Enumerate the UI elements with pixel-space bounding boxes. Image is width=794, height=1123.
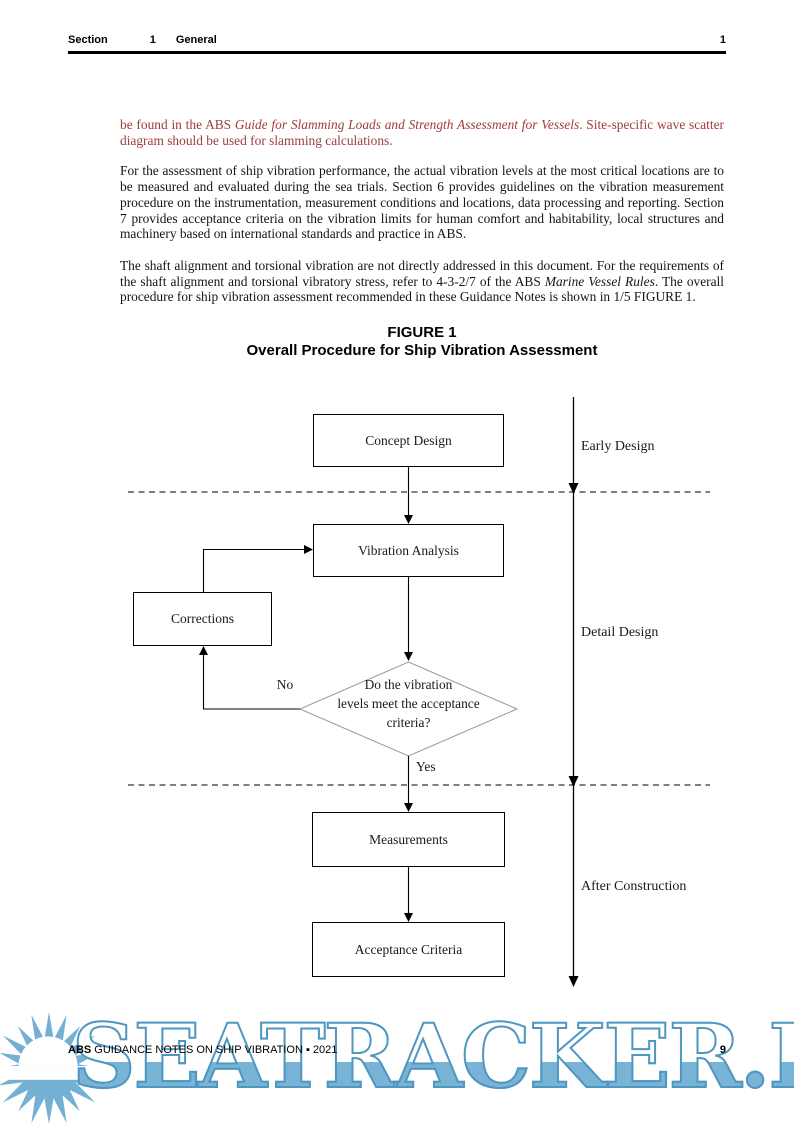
node-decision-text: Do the vibration levels meet the accepta… [308, 675, 509, 732]
arrowhead-measurements-acceptance [404, 913, 413, 922]
flowchart-figure: Concept Design Vibration Analysis Correc… [0, 390, 794, 1010]
node-acceptance-criteria: Acceptance Criteria [312, 922, 505, 977]
page-header: Section 1 General 1 [68, 34, 726, 54]
page-footer: ABS GUIDANCE NOTES ON SHIP VIBRATION ▪ 2… [68, 1044, 726, 1056]
header-section-label: Section [68, 34, 108, 46]
header-section-number: 1 [149, 34, 156, 46]
timeline-arrowhead-1 [568, 483, 579, 494]
header-section-title: General [175, 34, 217, 46]
arrowhead-decision-measurements [404, 803, 413, 812]
arrowhead-concept-vibration [404, 515, 413, 524]
decision-line-2: levels meet the acceptance [337, 696, 480, 711]
arrowhead-corrections-vibration [304, 545, 313, 554]
decision-line-1: Do the vibration [364, 677, 453, 692]
footer-page-number: 9 [719, 1044, 726, 1056]
paragraph-shaft-alignment: The shaft alignment and torsional vibrat… [120, 258, 724, 305]
phase-label-after-construction: After Construction [581, 879, 687, 894]
p1-post: . Site-specific wave scatter diagram sho… [120, 117, 724, 148]
timeline-arrowhead-2 [568, 776, 579, 787]
footer-text: GUIDANCE NOTES ON SHIP VIBRATION ▪ 2021 [94, 1044, 338, 1056]
figure-caption-number: FIGURE 1 [387, 324, 457, 342]
node-concept-design: Concept Design [313, 414, 504, 467]
phase-label-detail-design: Detail Design [581, 625, 659, 640]
node-vibration-analysis: Vibration Analysis [313, 524, 504, 577]
node-measurements: Measurements [312, 812, 505, 867]
p1-italic-title: Guide for Slamming Loads and Strength As… [234, 117, 580, 132]
header-page-number: 1 [719, 34, 726, 46]
p3-post: . The overall procedure for ship vibrati… [120, 273, 725, 305]
flowchart-connectors [128, 397, 710, 987]
p1-pre: be found in the ABS [120, 117, 235, 132]
edge-label-yes: Yes [416, 759, 436, 774]
figure-caption-title: Overall Procedure for Ship Vibration Ass… [246, 341, 598, 359]
phase-label-early-design: Early Design [581, 439, 655, 454]
node-corrections: Corrections [133, 592, 272, 646]
edge-decision-corrections [202, 650, 300, 710]
p3-pre: The shaft alignment and torsional vibrat… [120, 257, 724, 289]
timeline-arrowhead-3 [568, 976, 579, 987]
arrowhead-vibration-decision [404, 652, 413, 661]
figure-caption: FIGURE 1 Overall Procedure for Ship Vibr… [120, 324, 724, 359]
paragraph-slamming: be found in the ABS Guide for Slamming L… [120, 117, 724, 148]
edge-corrections-vibration [202, 548, 309, 592]
p3-italic-title: Marine Vessel Rules [544, 273, 655, 289]
edge-label-no: No [276, 677, 294, 692]
header-left: Section 1 General [68, 34, 217, 46]
seatracker-watermark: SEATRACKER.RU [71, 1011, 794, 1101]
arrowhead-decision-corrections [199, 646, 208, 655]
footer-brand: ABS [68, 1044, 92, 1056]
paragraph-assessment: For the assessment of ship vibration per… [120, 163, 724, 242]
body-content: be found in the ABS Guide for Slamming L… [120, 117, 724, 359]
footer-left: ABS GUIDANCE NOTES ON SHIP VIBRATION ▪ 2… [68, 1044, 337, 1056]
decision-line-3: criteria? [386, 715, 431, 730]
seatracker-sun-icon [0, 1011, 108, 1123]
